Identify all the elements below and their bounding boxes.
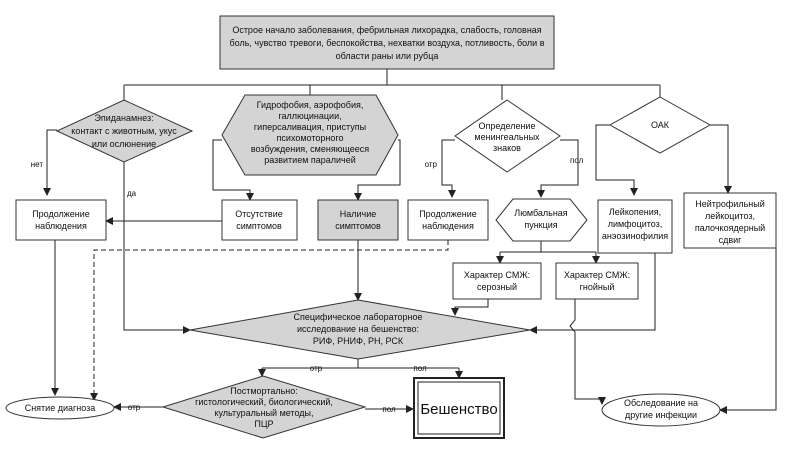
- edge-labels: нет да отр пол отр пол отр пол: [31, 156, 584, 414]
- neutro-line-3: палочкоядерный: [695, 223, 765, 233]
- other-infections-terminal: Обследование на другие инфекции: [601, 393, 721, 427]
- csf-serous-box: Характер СМЖ: серозный: [452, 262, 542, 300]
- csf-purulent-box: Характер СМЖ: гнойный: [555, 262, 639, 300]
- rabies-label: Бешенство: [420, 401, 497, 418]
- epid-line-2: контакт с животным, укус: [71, 126, 177, 136]
- mening-line-1: Определение: [479, 121, 536, 131]
- hydro-line-3: гиперсаливация, приступы: [254, 122, 366, 132]
- epid-decision: Эпиданамнез: контакт с животным, укус ил…: [55, 99, 194, 163]
- leukopenia-box: Лейкопения, лимфоцитоз, анэозинофилия: [597, 199, 673, 254]
- continue-observation-box-1: Продолжение наблюдения: [15, 199, 107, 241]
- mening-line-2: менингеальных: [474, 132, 540, 142]
- onset-line-2: боль, чувство тревоги, беспокойства, нех…: [230, 38, 545, 48]
- meningeal-decision: Определение менингеальных знаков: [454, 99, 561, 173]
- hydro-line-1: Гидрофобия, аэрофобия,: [257, 100, 364, 110]
- neutro-line-1: Нейтрофильный: [695, 199, 765, 209]
- continue-observation-box-2: Продолжение наблюдения: [407, 199, 489, 241]
- epid-line-3: или ослюнение: [92, 139, 156, 149]
- label-da: да: [127, 189, 137, 198]
- other-line-1: Обследование на: [624, 398, 698, 408]
- present-line-1: Наличие: [340, 209, 377, 219]
- purulent-line-1: Характер СМЖ:: [564, 270, 630, 280]
- postmortem-line-1: Постмортально:: [230, 386, 298, 396]
- label-pol-3: пол: [382, 405, 396, 414]
- diagnosis-removal-terminal: Снятие диагноза: [5, 396, 115, 420]
- label-otr-1: отр: [425, 160, 438, 169]
- hydro-line-5: возбуждения, сменяющееся: [251, 144, 369, 154]
- postmortem-line-4: ПЦР: [254, 419, 273, 429]
- lab-test-decision: Специфическое лабораторное исследование …: [189, 299, 531, 360]
- continue1-line-1: Продолжение: [32, 209, 90, 219]
- onset-line-1: Острое начало заболевания, фебрильная ли…: [232, 25, 541, 35]
- serous-line-2: серозный: [477, 282, 517, 292]
- hydro-line-2: галлюцинации,: [278, 111, 341, 121]
- oak-decision: ОАК: [608, 96, 712, 154]
- lab-line-2: исследование на бешенство:: [297, 324, 419, 334]
- lab-line-1: Специфическое лабораторное: [294, 312, 423, 322]
- rabies-result-box: Бешенство: [413, 377, 505, 439]
- label-pol-1: пол: [570, 156, 584, 165]
- postmortem-line-3: культуральный методы,: [214, 408, 313, 418]
- present-line-2: симптомов: [335, 221, 381, 231]
- mening-line-3: знаков: [493, 143, 521, 153]
- serous-line-1: Характер СМЖ:: [464, 270, 530, 280]
- hydro-line-6: развитием параличей: [264, 155, 356, 165]
- label-pol-2: пол: [413, 364, 427, 373]
- label-otr-2: отр: [310, 364, 323, 373]
- label-otr-3: отр: [128, 403, 141, 412]
- symptoms-present-box: Наличие симптомов: [317, 199, 399, 241]
- continue2-line-1: Продолжение: [419, 209, 477, 219]
- leuko-line-2: лимфоцитоз,: [608, 219, 663, 229]
- continue2-line-2: наблюдения: [422, 221, 474, 231]
- leuko-line-3: анэозинофилия: [602, 231, 668, 241]
- removal-label: Снятие диагноза: [25, 403, 96, 413]
- hydro-line-4: психомоторного: [277, 133, 344, 143]
- lab-line-3: РИФ, РНИФ, РН, РСК: [313, 336, 404, 346]
- symptoms-hexagon: Гидрофобия, аэрофобия, галлюцинации, гип…: [221, 94, 399, 176]
- absent-line-2: симптомов: [236, 221, 282, 231]
- postmortem-decision: Постмортально: гистологический, биологич…: [161, 375, 367, 439]
- lumbar-puncture-hexagon: Люмбальная пункция: [495, 198, 588, 242]
- oak-label: ОАК: [651, 120, 670, 130]
- absent-line-1: Отсутствие: [235, 209, 282, 219]
- other-line-2: другие инфекции: [625, 410, 697, 420]
- epid-line-1: Эпиданамнез:: [94, 113, 153, 123]
- purulent-line-2: гнойный: [580, 282, 615, 292]
- neutro-line-4: сдвиг: [719, 235, 743, 245]
- label-net: нет: [31, 160, 44, 169]
- continue1-line-2: наблюдения: [35, 221, 87, 231]
- connectors: [43, 69, 777, 414]
- postmortem-line-2: гистологический, биологический,: [195, 397, 333, 407]
- symptoms-absent-box: Отсутствие симптомов: [221, 199, 298, 241]
- onset-line-3: области раны или рубца: [336, 51, 439, 61]
- leuko-line-1: Лейкопения,: [609, 207, 661, 217]
- lumbar-line-2: пункция: [524, 220, 557, 230]
- neutrophil-box: Нейтрофильный лейкоцитоз, палочкоядерный…: [683, 192, 777, 249]
- onset-box: Острое начало заболевания, фебрильная ли…: [219, 15, 555, 70]
- neutro-line-2: лейкоцитоз,: [705, 211, 755, 221]
- lumbar-line-1: Люмбальная: [514, 208, 568, 218]
